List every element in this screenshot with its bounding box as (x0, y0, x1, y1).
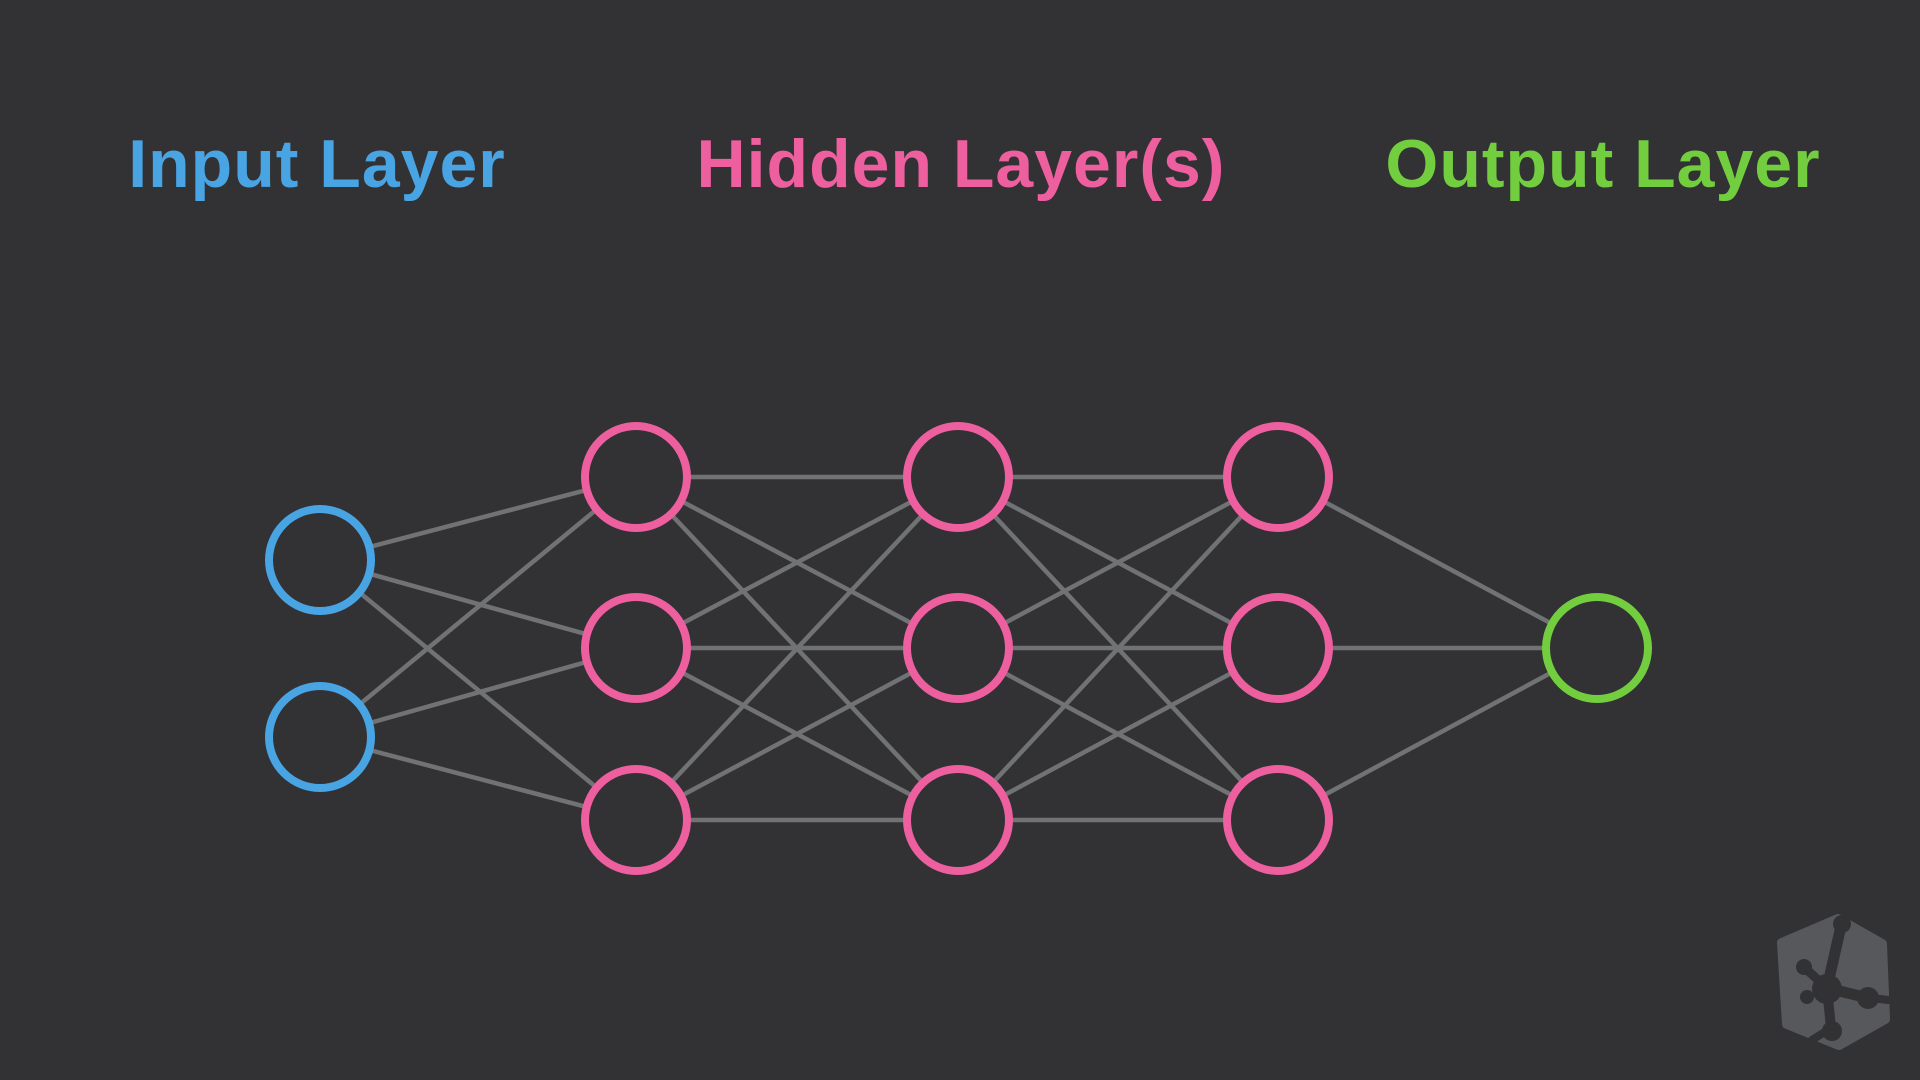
connection-line-hidden-2-to-hidden-3 (956, 475, 1280, 822)
treefrog-hexagon-logo (1777, 914, 1892, 1050)
hidden-2-node-2 (903, 593, 1013, 703)
output-layer-label: Output Layer (1385, 126, 1821, 202)
input-node-2 (265, 682, 375, 792)
hidden-3-node-3 (1223, 765, 1333, 875)
connection-line-hidden-3-to-output (1276, 646, 1599, 822)
nodes-group (265, 422, 1652, 875)
connection-line-input-to-hidden-1 (318, 475, 638, 739)
hidden-2-node-3 (903, 765, 1013, 875)
hidden-layer-label: Hidden Layer(s) (696, 126, 1226, 202)
input-layer-label: Input Layer (128, 126, 506, 202)
frog-foot-pads (1796, 915, 1879, 1041)
connection-line-hidden-2-to-hidden-3 (956, 646, 1280, 822)
output-node-1 (1542, 593, 1652, 703)
connection-line-hidden-1-to-hidden-2 (634, 646, 960, 822)
connection-line-hidden-2-to-hidden-3 (956, 475, 1280, 650)
hidden-1-node-1 (581, 422, 691, 532)
connection-line-hidden-1-to-hidden-2 (634, 475, 960, 822)
hidden-1-node-3 (581, 765, 691, 875)
connection-line-input-to-hidden-1 (318, 558, 638, 822)
hidden-2-node-1 (903, 422, 1013, 532)
input-node-1 (265, 505, 375, 615)
connection-line-hidden-1-to-hidden-2 (634, 475, 960, 650)
hidden-3-node-1 (1223, 422, 1333, 532)
connection-line-hidden-3-to-output (1276, 475, 1599, 650)
hidden-1-node-2 (581, 593, 691, 703)
hidden-3-node-2 (1223, 593, 1333, 703)
